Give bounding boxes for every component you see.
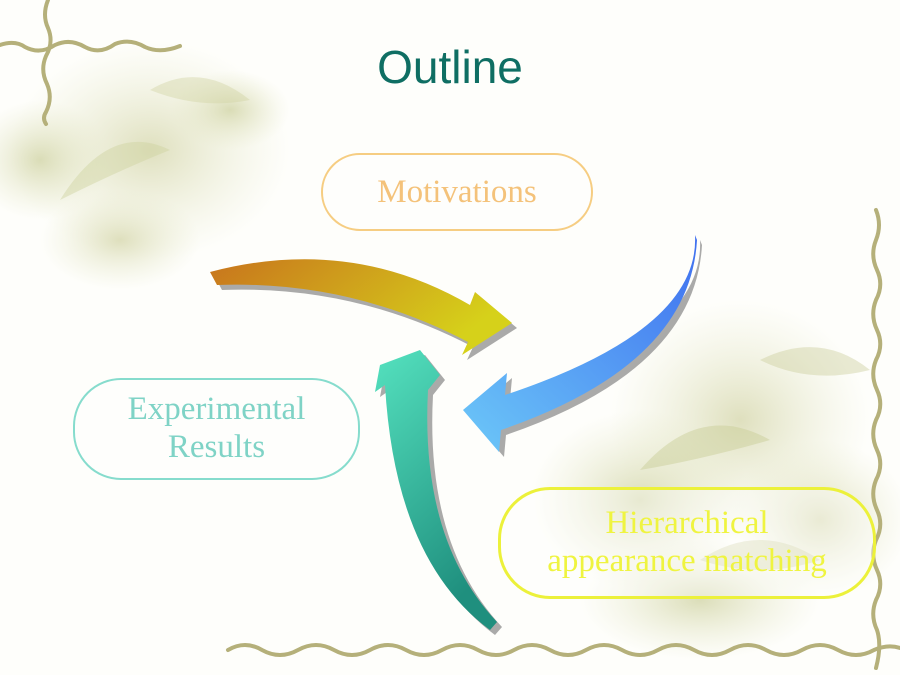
outline-item-hierarchical-line2: appearance matching bbox=[547, 543, 827, 579]
outline-item-experimental-line1: Experimental bbox=[127, 391, 306, 428]
outline-item-hierarchical-line1: Hierarchical bbox=[605, 505, 769, 542]
vine-border-bottomright bbox=[226, 208, 900, 670]
curved-arrow-blue bbox=[463, 235, 702, 457]
slide-title: Outline bbox=[377, 41, 523, 93]
outline-item-motivations: Motivations bbox=[321, 153, 593, 231]
curved-arrow-teal bbox=[375, 350, 502, 635]
outline-item-experimental-line2: Results bbox=[167, 429, 266, 465]
curved-arrow-orange bbox=[210, 259, 517, 360]
lotus-watermark-topleft bbox=[0, 40, 290, 290]
outline-item-experimental-results: Experimental Results bbox=[73, 378, 360, 480]
outline-item-motivations-label: Motivations bbox=[377, 173, 537, 210]
outline-item-hierarchical-appearance-matching: Hierarchical appearance matching bbox=[498, 487, 876, 599]
vine-border-topleft bbox=[0, 0, 182, 126]
